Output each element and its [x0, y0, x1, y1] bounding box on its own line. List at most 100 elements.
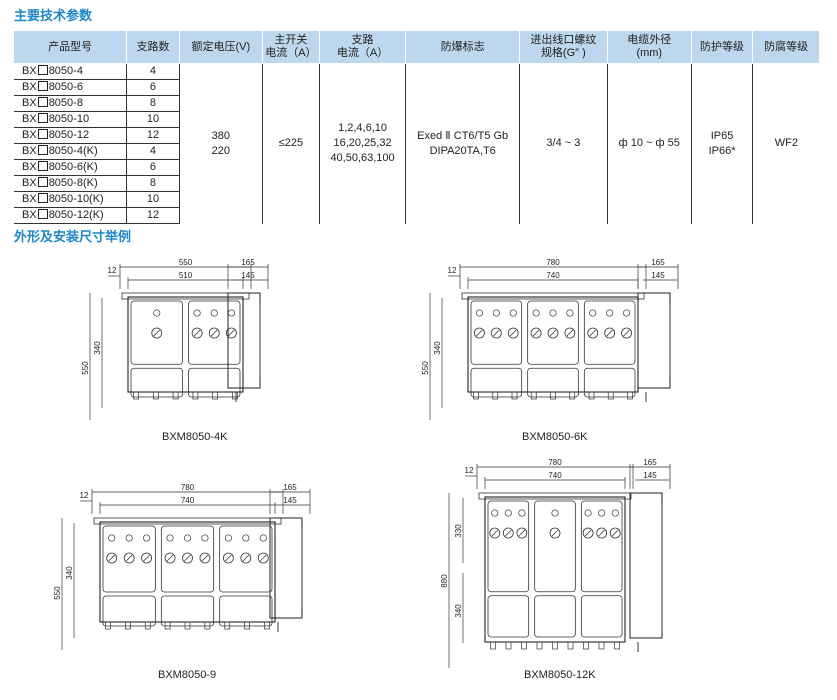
table-header-row: 产品型号支路数额定电压(V)主开关电流（A）支路电流（A）防爆标志进出线口螺纹规… — [14, 30, 820, 64]
mounting-bracket — [93, 517, 282, 525]
cable-gland-icon — [125, 621, 131, 630]
mounting-bracket — [478, 492, 632, 500]
switch-knob-icon — [621, 327, 632, 339]
terminal-module — [470, 367, 523, 398]
switch-handle — [589, 329, 597, 337]
table-header-cell: 额定电压(V) — [178, 30, 263, 64]
switch-knob-icon — [587, 327, 599, 339]
indicator-lamp-icon — [518, 509, 526, 517]
terminal-module — [130, 367, 183, 398]
branch-count-cell: 12 — [126, 207, 180, 224]
dimension-label: 12 — [448, 266, 457, 275]
switch-knob-icon — [582, 527, 594, 539]
breaker-module — [160, 525, 215, 593]
cable-gland-icon — [614, 641, 620, 650]
dimension-label: 340 — [65, 566, 74, 580]
switch-knob-icon — [151, 327, 163, 339]
switch-knob-icon — [226, 327, 237, 339]
dimension-label: 165 — [643, 458, 657, 467]
terminal-module — [102, 595, 156, 627]
dimension-label: 780 — [181, 483, 195, 492]
dimension-label: 340 — [93, 341, 102, 355]
indicator-lamp-icon — [242, 534, 250, 542]
switch-knob-icon — [191, 327, 203, 339]
indicator-lamp-icon — [224, 534, 232, 542]
cable-gland-icon — [473, 391, 479, 400]
switch-handle — [611, 529, 619, 537]
switch-knob-icon — [609, 527, 621, 539]
cable-gland-icon — [521, 641, 527, 650]
cable-gland-icon — [133, 391, 139, 400]
indicator-lamp-icon — [532, 309, 540, 317]
switch-handle — [228, 329, 235, 337]
model-blank-box — [37, 177, 48, 187]
switch-handle — [108, 554, 116, 562]
dimension-label: 780 — [548, 458, 562, 467]
indicator-lamp-icon — [201, 534, 209, 542]
switch-knob-icon — [257, 552, 269, 564]
indicator-lamp-icon — [193, 309, 201, 317]
switch-handle — [491, 529, 499, 537]
indicator-lamp-icon — [623, 309, 631, 317]
terminal-module — [534, 595, 576, 638]
model-blank-box — [37, 161, 48, 171]
indicator-lamp-icon — [227, 309, 235, 317]
breaker-module — [527, 300, 579, 365]
switch-knob-icon — [222, 552, 234, 564]
indicator-lamp-icon — [125, 534, 133, 542]
drawing-caption: BXM8050-12K — [524, 669, 596, 681]
switch-handle — [566, 329, 574, 337]
cable-gland-icon — [569, 391, 576, 400]
breaker-module — [534, 500, 576, 593]
terminal-module — [219, 595, 273, 627]
cable-gland-icon — [505, 641, 512, 650]
breaker-module — [580, 500, 623, 593]
indicator-lamp-icon — [566, 309, 574, 317]
model-blank-box — [37, 113, 48, 123]
branch-count-cell: 6 — [126, 79, 180, 96]
dimension-label: 550 — [53, 586, 62, 600]
model-blank-box — [37, 81, 48, 91]
switch-knob-icon — [596, 527, 608, 539]
dimension-label: 165 — [241, 258, 255, 267]
indicator-lamp-icon — [584, 509, 592, 517]
dimension-label: 550 — [179, 258, 193, 267]
cable-gland-icon — [530, 391, 537, 400]
indicator-lamp-icon — [166, 534, 174, 542]
switch-knob-icon — [502, 527, 514, 539]
switch-handle — [584, 529, 592, 537]
cable-gland-icon — [492, 391, 499, 400]
indicator-lamp-icon — [108, 534, 116, 542]
enclosure-body — [127, 296, 244, 393]
breaker-module — [487, 500, 530, 593]
cable-gland-icon — [536, 641, 543, 650]
dimension-label: 340 — [433, 341, 442, 355]
switch-knob-icon — [474, 327, 485, 339]
switch-knob-icon — [507, 327, 519, 339]
dimension-label: 12 — [80, 491, 89, 500]
terminal-module — [580, 595, 623, 638]
switch-knob-icon — [164, 552, 176, 564]
side-view-body — [227, 292, 261, 389]
switch-knob-icon — [604, 327, 616, 339]
cable-gland-icon — [490, 641, 496, 650]
breaker-module — [219, 525, 273, 593]
switch-knob-icon — [530, 327, 542, 339]
dimension-label: 330 — [454, 524, 463, 538]
switch-knob-icon — [547, 327, 559, 339]
terminal-module — [527, 367, 579, 398]
terminal-module — [583, 367, 636, 398]
